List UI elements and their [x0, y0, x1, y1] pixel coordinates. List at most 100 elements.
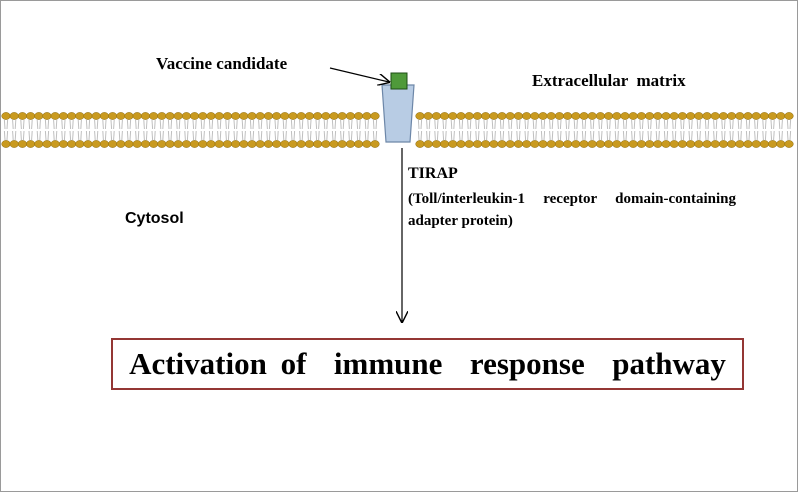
lipid-tail	[137, 130, 140, 141]
lipid-head	[75, 112, 85, 120]
lipid-tail	[252, 119, 255, 130]
lipid-tail	[551, 130, 554, 141]
lipid-tail	[568, 119, 570, 130]
lipid-head	[464, 112, 474, 120]
lipid-tail	[508, 130, 510, 141]
lipid-tail	[740, 119, 742, 130]
lipid-head	[91, 140, 101, 148]
lipid-head	[538, 112, 548, 120]
lipid-tail	[745, 119, 748, 130]
lipid-tail	[233, 130, 236, 141]
lipid-tail	[499, 119, 502, 130]
lipid-tail	[12, 130, 14, 141]
lipid-tail	[126, 130, 129, 141]
lipid-tail	[176, 130, 178, 141]
lipid-tail	[426, 130, 428, 141]
lipid-head	[472, 112, 482, 120]
lipid-tail	[118, 119, 121, 130]
lipid-tail	[426, 119, 428, 130]
lipid-head	[173, 112, 183, 120]
lipid-head	[628, 140, 638, 148]
lipid-head	[9, 112, 19, 120]
lipid-tail	[236, 130, 238, 141]
lipid-tail	[236, 119, 238, 130]
lipid-tail	[69, 119, 72, 130]
lipid-head	[513, 140, 523, 148]
lipid-tail	[299, 119, 301, 130]
lipid-tail	[192, 119, 195, 130]
lipid-tail	[781, 130, 783, 141]
lipid-tail	[584, 130, 587, 141]
lipid-tail	[581, 119, 584, 130]
lipid-tail	[737, 130, 740, 141]
lipid-head	[173, 140, 183, 148]
lipid-head	[784, 140, 794, 148]
lipid-tail	[151, 119, 154, 130]
lipid-head	[702, 140, 712, 148]
lipid-tail	[195, 130, 197, 141]
lipid-tail	[184, 130, 186, 141]
lipid-head	[239, 112, 249, 120]
lipid-tail	[3, 130, 6, 141]
lipid-head	[296, 112, 306, 120]
lipid-tail	[285, 130, 287, 141]
lipid-tail	[516, 130, 518, 141]
lipid-tail	[625, 130, 628, 141]
lipid-head	[255, 140, 265, 148]
lipid-tail	[80, 119, 82, 130]
lipid-tail	[36, 119, 39, 130]
lipid-tail	[535, 130, 537, 141]
lipid-tail	[450, 119, 453, 130]
lipid-tail	[723, 130, 726, 141]
lipid-tail	[773, 119, 775, 130]
lipid-tail	[486, 119, 488, 130]
lipid-head	[26, 112, 36, 120]
lipid-head	[464, 140, 474, 148]
lipid-head	[522, 112, 532, 120]
lipid-head	[497, 140, 507, 148]
lipid-tail	[764, 130, 767, 141]
lipid-head	[190, 140, 200, 148]
lipid-tail	[453, 130, 455, 141]
lipid-tail	[225, 119, 227, 130]
lipid-head	[522, 140, 532, 148]
lipid-tail	[285, 119, 287, 130]
lipid-tail	[53, 130, 55, 141]
lipid-tail	[436, 119, 439, 130]
lipid-head	[653, 140, 663, 148]
lipid-head	[34, 140, 44, 148]
lipid-head	[530, 112, 540, 120]
lipid-tail	[208, 130, 211, 141]
lipid-tail	[20, 119, 22, 130]
lipid-head	[206, 112, 216, 120]
lipid-tail	[510, 119, 513, 130]
lipid-tail	[655, 130, 658, 141]
lipid-head	[272, 140, 282, 148]
lipid-tail	[745, 130, 748, 141]
lipid-tail	[469, 119, 472, 130]
lipid-tail	[551, 119, 554, 130]
lipid-tail	[754, 119, 756, 130]
lipid-tail	[639, 119, 641, 130]
lipid-head	[735, 112, 745, 120]
lipid-tail	[518, 130, 521, 141]
lipid-head	[440, 112, 450, 120]
lipid-tail	[31, 119, 33, 130]
lipid-tail	[417, 130, 420, 141]
lipid-tail	[258, 130, 260, 141]
lipid-tail	[524, 130, 527, 141]
lipid-head	[554, 140, 564, 148]
lipid-head	[735, 140, 745, 148]
lipid-head	[497, 112, 507, 120]
lipid-head	[751, 112, 761, 120]
lipid-head	[563, 112, 573, 120]
lipid-tail	[159, 119, 162, 130]
lipid-tail	[350, 130, 353, 141]
lipid-tail	[535, 119, 537, 130]
lipid-tail	[565, 119, 568, 130]
lipid-tail	[666, 130, 669, 141]
lipid-head	[727, 140, 737, 148]
lipid-tail	[186, 130, 189, 141]
lipid-tail	[63, 119, 66, 130]
lipid-tail	[434, 130, 436, 141]
